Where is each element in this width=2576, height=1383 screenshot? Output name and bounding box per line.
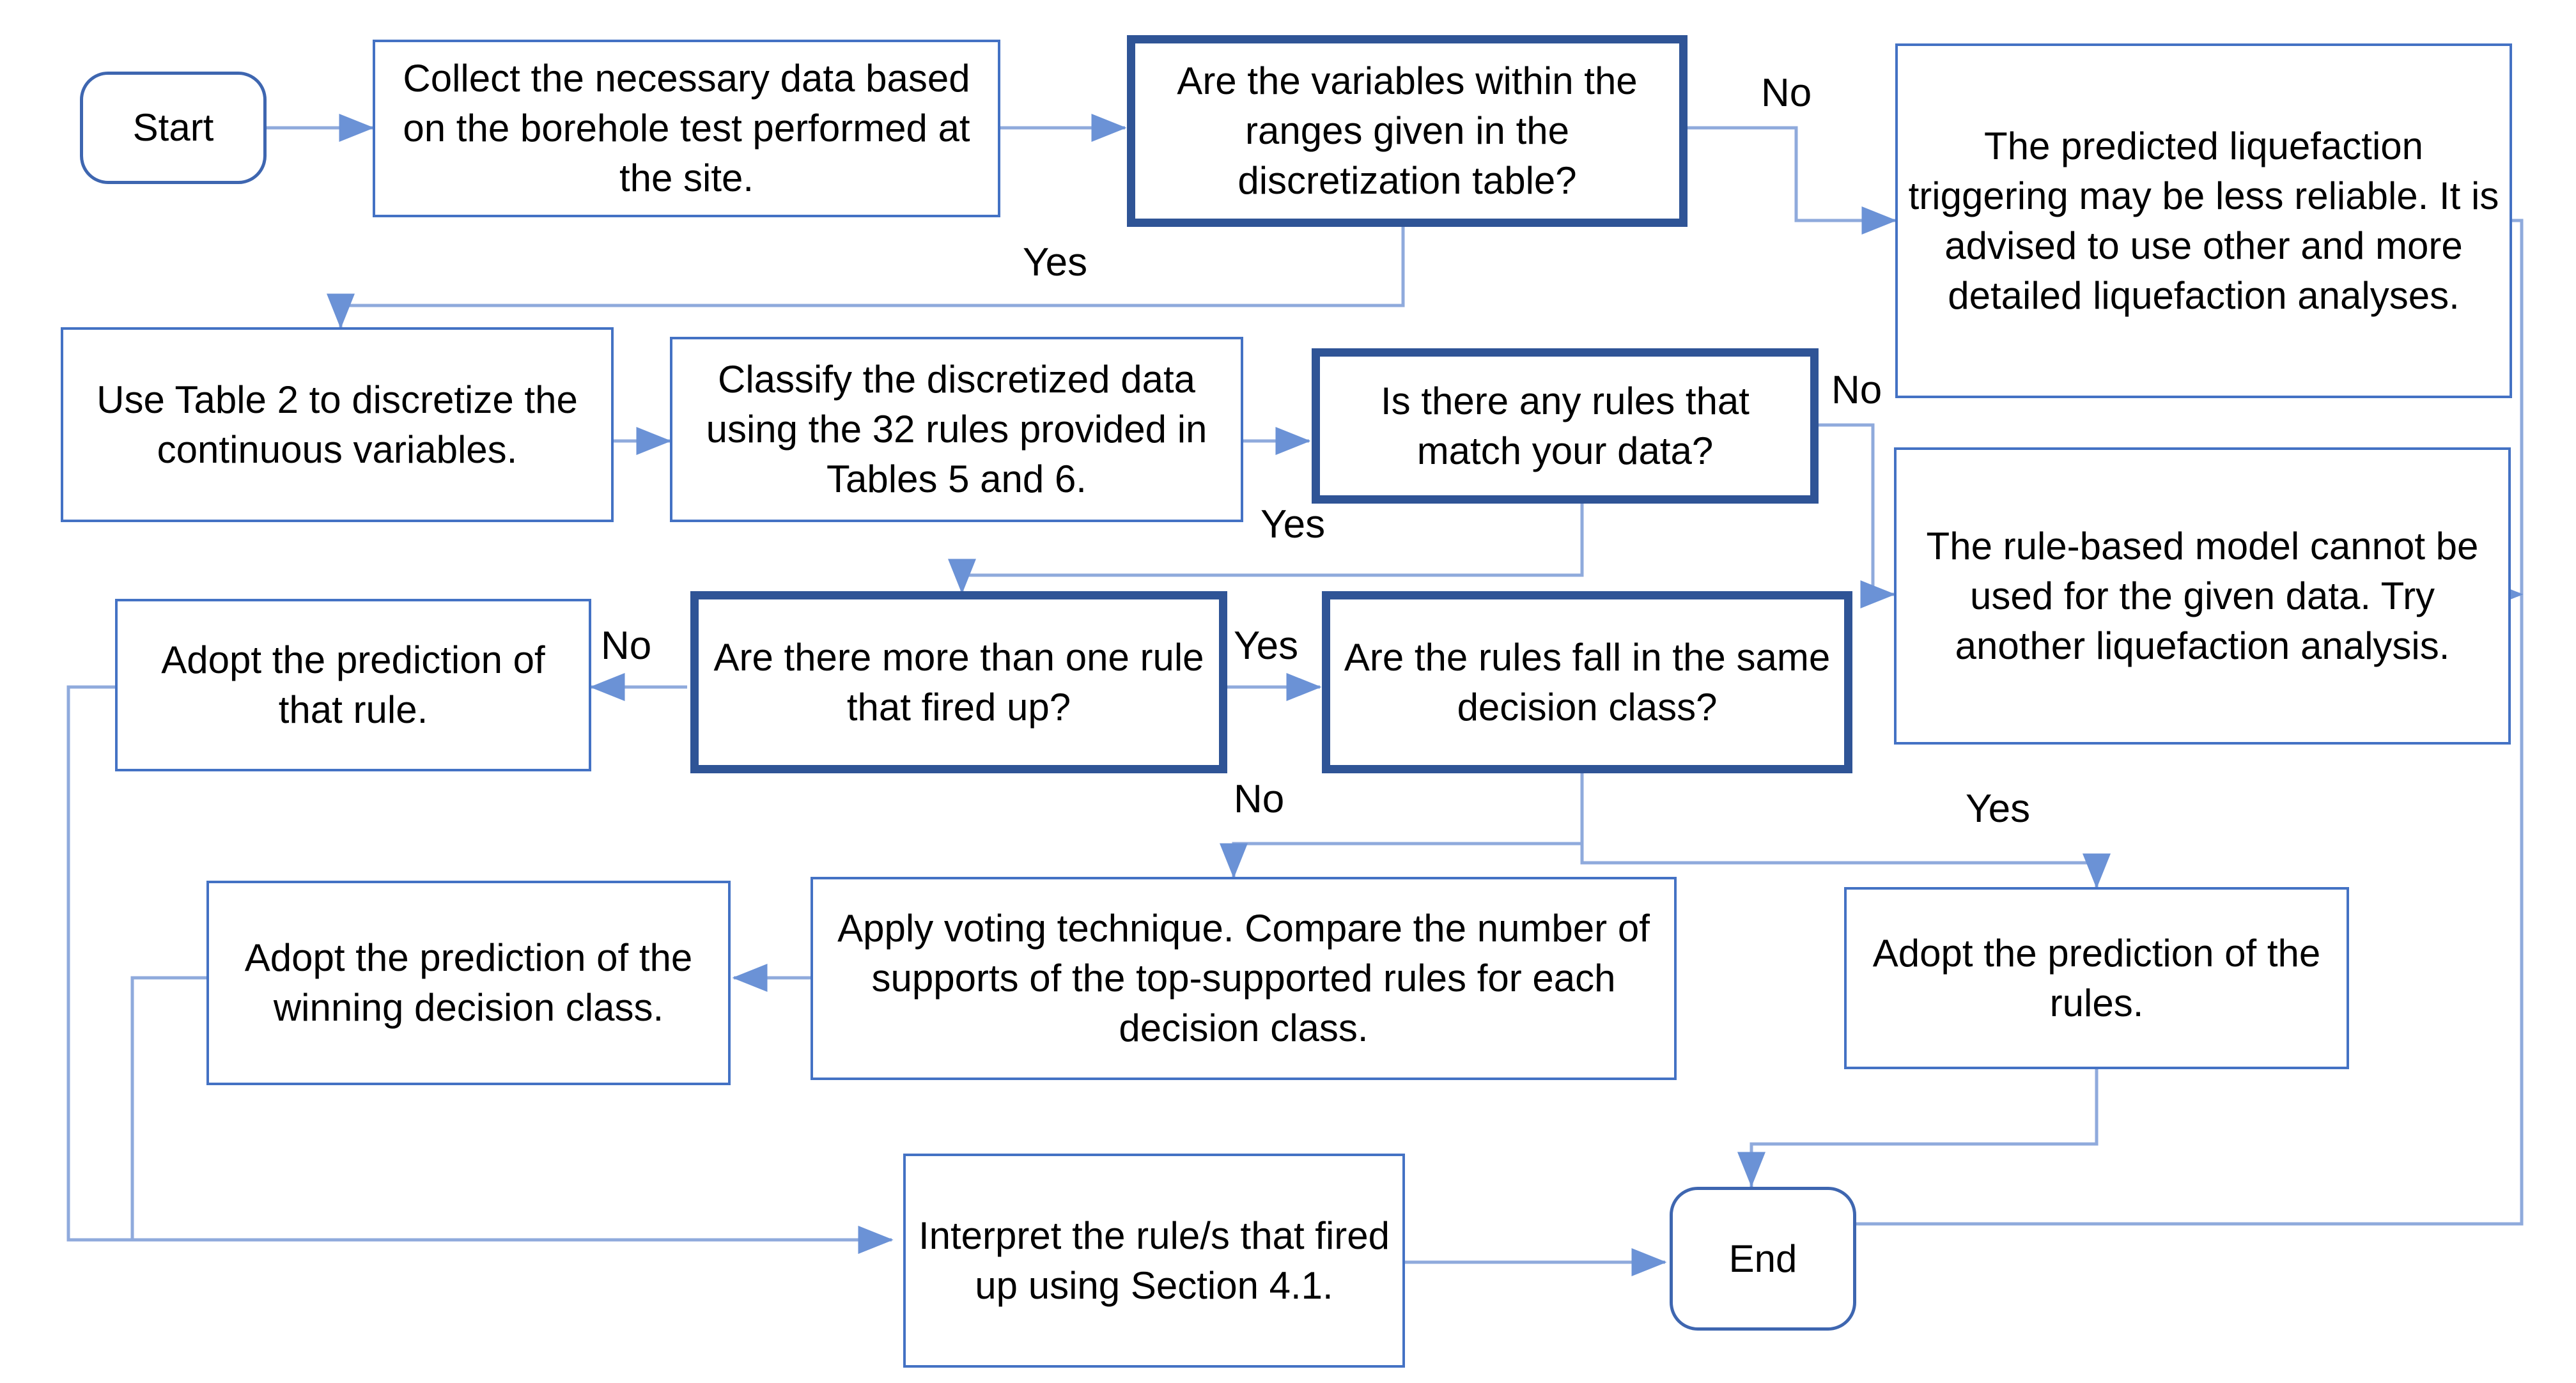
node-same-decision-class[interactable]: Are the rules fall in the same decision … [1322, 591, 1852, 773]
node-less-reliable[interactable]: The predicted liquefaction triggering ma… [1895, 43, 2512, 398]
edge-label-yes-more-than-one: Yes [1234, 624, 1299, 668]
node-collect-data[interactable]: Collect the necessary data based on the … [373, 40, 1000, 217]
edge-label-no-more-than-one: No [601, 624, 652, 668]
node-start-label: Start [132, 106, 214, 149]
node-start[interactable]: Start [80, 72, 267, 184]
node-adopt-winning-class[interactable]: Adopt the prediction of the winning deci… [206, 881, 731, 1085]
node-interpret-rules[interactable]: Interpret the rule/s that fired up using… [903, 1154, 1405, 1368]
edge-inrange-lessreliable [1688, 126, 1897, 235]
edge-label-yes-same-class: Yes [1966, 787, 2031, 831]
edge-sameclass-voting [1220, 773, 1584, 879]
node-any-matching-rules[interactable]: Is there any rules that match your data? [1312, 348, 1819, 504]
edge-label-no-any-rules: No [1831, 368, 1882, 412]
node-same-decision-class-label: Are the rules fall in the same decision … [1344, 635, 1831, 729]
node-variables-in-range-label: Are the variables within the ranges give… [1177, 59, 1638, 202]
node-more-than-one-rule-label: Are there more than one rule that fired … [713, 635, 1204, 729]
node-more-than-one-rule[interactable]: Are there more than one rule that fired … [690, 591, 1227, 773]
edge-adoptrules-end [1737, 1069, 2099, 1187]
edge-label-yes-in-range: Yes [1023, 240, 1088, 284]
node-interpret-rules-label: Interpret the rule/s that fired up using… [918, 1214, 1390, 1307]
node-classify-rules-label: Classify the discretized data using the … [706, 358, 1207, 500]
node-apply-voting[interactable]: Apply voting technique. Compare the numb… [811, 877, 1677, 1080]
node-adopt-winning-class-label: Adopt the prediction of the winning deci… [244, 936, 693, 1029]
node-adopt-rules-prediction[interactable]: Adopt the prediction of the rules. [1844, 887, 2349, 1069]
node-variables-in-range[interactable]: Are the variables within the ranges give… [1127, 35, 1688, 227]
node-cannot-use-model-label: The rule-based model cannot be used for … [1926, 524, 2479, 667]
edge-anyrules-morethanone [948, 504, 1584, 594]
node-adopt-that-rule[interactable]: Adopt the prediction of that rule. [115, 599, 591, 771]
node-use-table2-label: Use Table 2 to discretize the continuous… [97, 378, 578, 471]
edge-label-no-same-class: No [1234, 777, 1285, 821]
edge-label-yes-any-rules: Yes [1261, 502, 1326, 546]
node-use-table2[interactable]: Use Table 2 to discretize the continuous… [61, 327, 614, 522]
node-adopt-that-rule-label: Adopt the prediction of that rule. [161, 638, 545, 731]
edge-inrange-discretize [327, 227, 1405, 329]
node-apply-voting-label: Apply voting technique. Compare the numb… [837, 907, 1650, 1049]
node-any-matching-rules-label: Is there any rules that match your data? [1381, 379, 1750, 472]
edge-adoptwinning-interpret [130, 976, 894, 1254]
edge-anyrules-cannotuse [1819, 423, 1896, 608]
node-adopt-rules-prediction-label: Adopt the prediction of the rules. [1872, 931, 2321, 1024]
node-end[interactable]: End [1670, 1187, 1856, 1331]
node-less-reliable-label: The predicted liquefaction triggering ma… [1908, 124, 2499, 317]
node-classify-rules[interactable]: Classify the discretized data using the … [670, 337, 1243, 522]
node-end-label: End [1728, 1237, 1797, 1280]
node-collect-data-label: Collect the necessary data based on the … [403, 57, 970, 199]
edge-label-no-in-range: No [1761, 71, 1812, 115]
node-cannot-use-model[interactable]: The rule-based model cannot be used for … [1894, 447, 2511, 745]
edge-sameclass-adoptrules [1580, 773, 2111, 889]
